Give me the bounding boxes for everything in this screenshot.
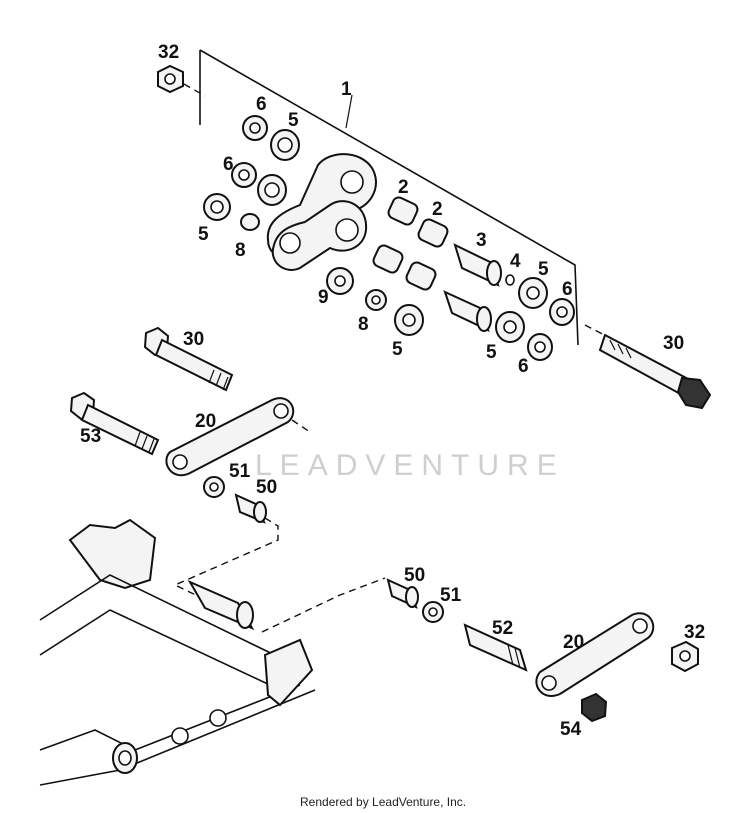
callout-8: 8 xyxy=(358,314,369,335)
callout-20: 20 xyxy=(563,632,584,653)
callout-6: 6 xyxy=(518,356,529,377)
callout-1: 1 xyxy=(341,79,352,100)
callout-2: 2 xyxy=(432,199,443,220)
lock-nut-top xyxy=(157,64,206,97)
callout-30: 30 xyxy=(183,329,204,350)
lock-nut-lower xyxy=(671,640,699,673)
callout-2: 2 xyxy=(398,177,409,198)
callout-6: 6 xyxy=(256,94,267,115)
callout-51: 51 xyxy=(440,585,462,606)
bearing-set-right xyxy=(495,277,575,361)
callout-6: 6 xyxy=(562,279,573,300)
spacer-tubes xyxy=(443,243,515,332)
assembly-bracket xyxy=(199,49,579,346)
callout-32: 32 xyxy=(684,622,705,643)
link-arm-upper xyxy=(165,397,311,477)
callout-52: 52 xyxy=(492,618,513,639)
bearing-set-upper xyxy=(203,115,300,231)
callout-3: 3 xyxy=(476,230,487,251)
callout-51: 51 xyxy=(229,461,251,482)
lower-pivot-parts xyxy=(261,577,528,672)
collar-and-bushing-upper xyxy=(173,476,279,598)
callout-5: 5 xyxy=(538,259,549,280)
callout-5: 5 xyxy=(486,342,497,363)
callout-5: 5 xyxy=(198,224,209,245)
callout-labels: 32 1 6 5 6 5 8 2 2 3 4 5 6 9 8 5 5 6 30 … xyxy=(80,42,705,740)
callout-8: 8 xyxy=(235,240,246,261)
bearing-set-middle xyxy=(326,196,449,336)
callout-5: 5 xyxy=(288,110,299,131)
link-bolt xyxy=(69,391,160,456)
callout-54: 54 xyxy=(560,719,582,740)
footer-credit: Rendered by LeadVenture, Inc. xyxy=(300,795,466,809)
callout-4: 4 xyxy=(510,251,521,272)
nut-54 xyxy=(581,692,608,723)
callout-30: 30 xyxy=(663,333,684,354)
callout-6: 6 xyxy=(223,154,234,175)
watermark-text: LEADVENTURE xyxy=(255,449,565,482)
callout-9: 9 xyxy=(318,287,329,308)
callout-20: 20 xyxy=(195,411,216,432)
callout-53: 53 xyxy=(80,426,101,447)
pivot-bolt-left xyxy=(143,326,234,392)
pivot-bolt-right xyxy=(584,324,712,410)
callout-32: 32 xyxy=(158,42,179,63)
swing-arm-frame xyxy=(39,518,316,786)
callout-50: 50 xyxy=(256,477,277,498)
rocker-arm xyxy=(266,153,377,271)
callout-50: 50 xyxy=(404,565,425,586)
callout-5: 5 xyxy=(392,339,403,360)
link-arm-lower xyxy=(535,612,655,697)
